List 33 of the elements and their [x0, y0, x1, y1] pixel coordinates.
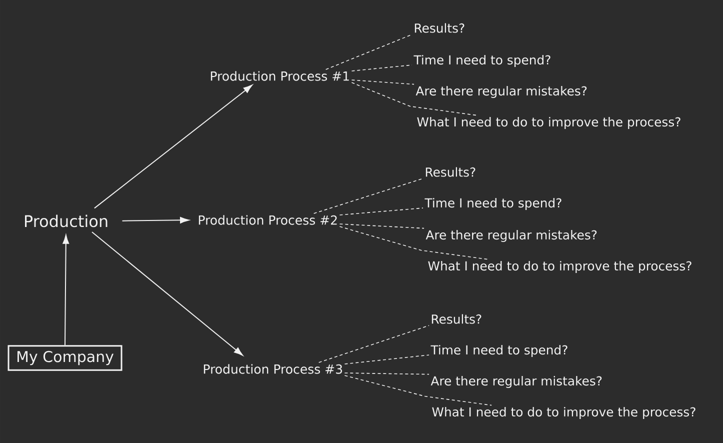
question-label: Results?	[432, 314, 482, 324]
question-label: Are there regular mistakes?	[426, 230, 597, 242]
leader-line	[351, 80, 414, 85]
leader-line	[325, 34, 412, 70]
leader-line	[339, 208, 424, 216]
question-label: Are there regular mistakes?	[416, 86, 587, 98]
question-label: What I need to do to improve the process?	[417, 117, 680, 129]
process-label: Production Process #2	[198, 215, 337, 225]
question-label: Time I need to spend?	[430, 344, 568, 357]
node-label: Production	[25, 214, 108, 228]
leader-line	[339, 226, 488, 260]
question-label: Results?	[426, 167, 476, 177]
leader-line	[344, 375, 492, 406]
question-label: Time I need to spend?	[414, 55, 550, 67]
leader-line	[318, 325, 430, 363]
arrow	[62, 234, 70, 346]
leader-line	[351, 82, 478, 116]
leader-line	[313, 178, 424, 214]
leader-line	[351, 64, 412, 72]
leader-line	[344, 372, 430, 375]
question-label: Time I need to spend?	[424, 198, 562, 210]
arrow	[122, 216, 190, 224]
process-label: Production Process #3	[204, 364, 342, 374]
question-label: What I need to do to improve the process?	[432, 406, 696, 419]
leader-line	[344, 354, 430, 364]
process-box: My Company	[8, 345, 122, 371]
arrow	[92, 232, 243, 356]
arrow	[94, 84, 252, 209]
leader-line	[339, 224, 424, 229]
process-label: Production Process #1	[210, 71, 349, 81]
question-label: Results?	[414, 23, 464, 33]
question-label: Are there regular mistakes?	[430, 376, 602, 388]
question-label: What I need to do to improve the process?	[428, 260, 692, 273]
